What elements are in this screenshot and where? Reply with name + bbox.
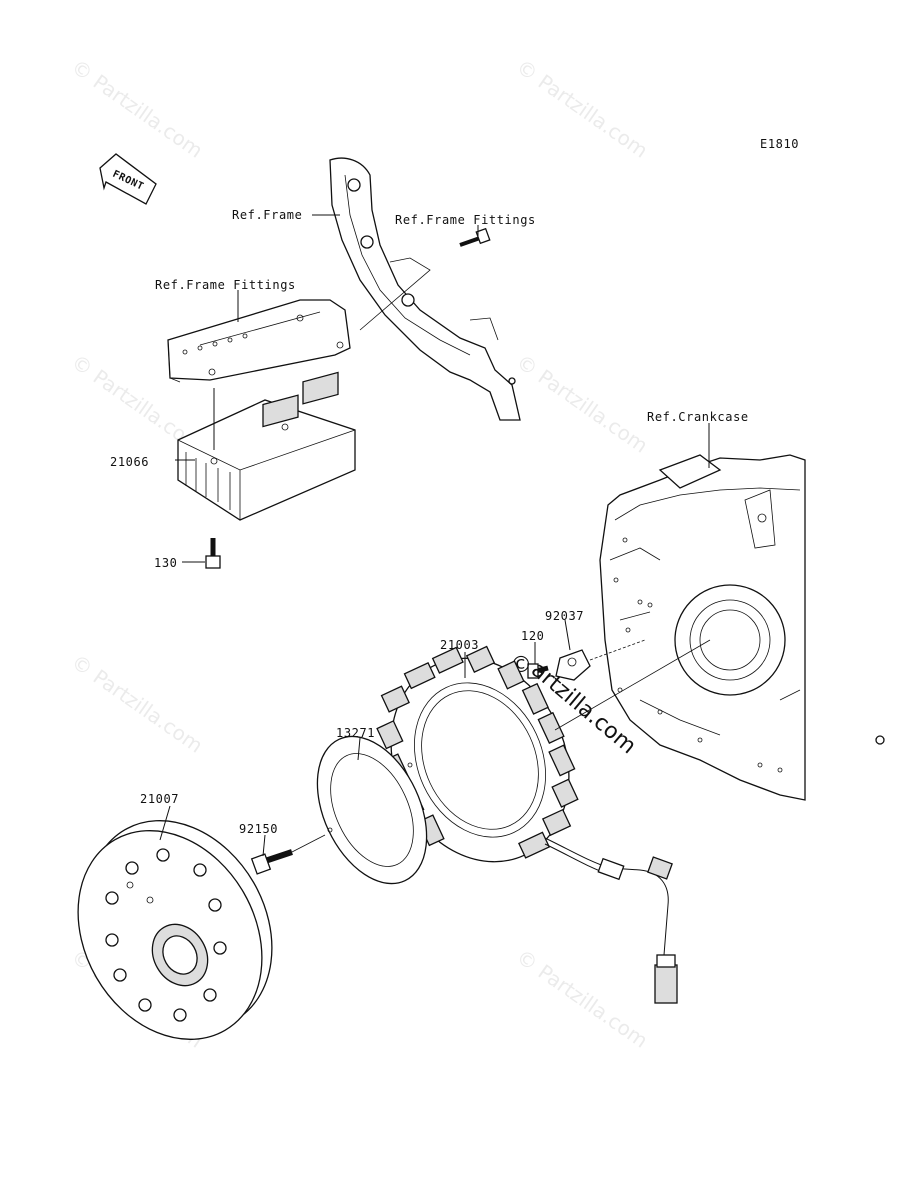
part-number-21007: 21007 [140, 792, 179, 806]
part-number-13271: 13271 [336, 726, 375, 740]
mounting-bracket [167, 299, 351, 383]
part-number-130: 130 [154, 556, 177, 570]
gasket [316, 735, 428, 885]
wire-clamp [555, 649, 591, 681]
part-number-120: 120 [521, 629, 544, 643]
front-arrow-icon: FRONT [99, 153, 157, 205]
watermark: © Partzilla.com [67, 54, 207, 162]
crankcase-reference [599, 454, 885, 801]
frame-reference [329, 157, 521, 421]
watermark: © Partzilla.com [512, 349, 652, 457]
bolt-icon [527, 663, 549, 679]
bolt-icon [205, 538, 221, 569]
part-number-92150: 92150 [239, 822, 278, 836]
bolt-icon [459, 227, 491, 247]
ref-crankcase-label: Ref.Crankcase [647, 410, 749, 424]
ref-frame-fittings-label: Ref.Frame Fittings [395, 213, 536, 227]
rotor [77, 820, 273, 1040]
part-number-21066: 21066 [110, 455, 149, 469]
watermark: © Partzilla.com [67, 649, 207, 757]
ref-frame-label: Ref.Frame [232, 208, 302, 222]
ref-frame-fittings-label: Ref.Frame Fittings [155, 278, 296, 292]
leader-lines [159, 214, 711, 857]
regulator-rectifier [177, 371, 356, 521]
diagram-id: E1810 [760, 137, 799, 151]
part-number-21003: 21003 [440, 638, 479, 652]
part-number-92037: 92037 [545, 609, 584, 623]
watermark: © Partzilla.com [512, 54, 652, 162]
part-labels: Ref.Frame Ref.Frame Fittings Ref.Frame F… [110, 208, 749, 836]
watermark: © Partzilla.com [512, 944, 652, 1052]
bolt-icon [250, 849, 293, 875]
